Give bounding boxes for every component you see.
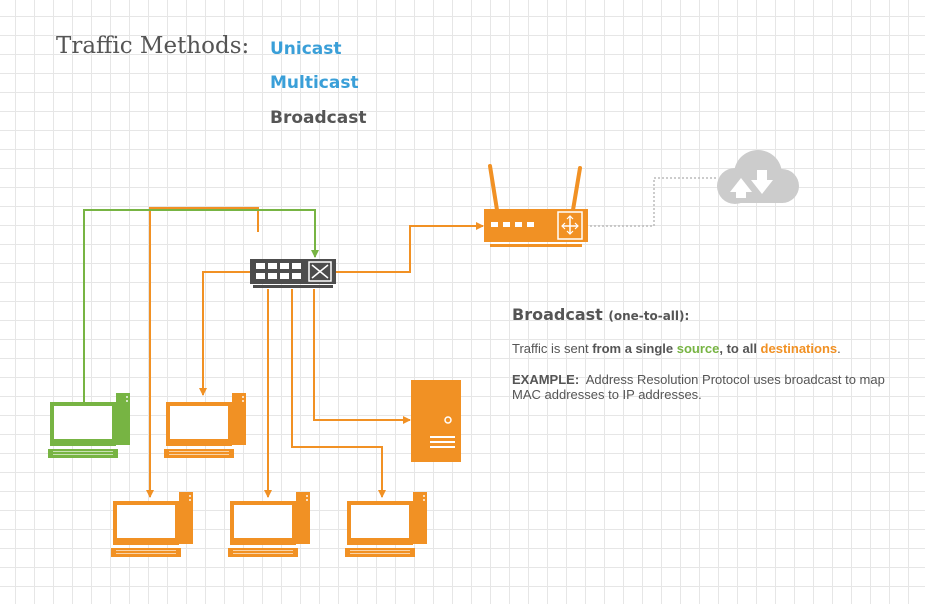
info-example: EXAMPLE: Address Resolution Protocol use… [512,372,907,402]
destination-computer-icon [111,492,193,557]
desc-end: . [837,341,841,356]
info-description: Traffic is sent from a single source, to… [512,341,841,356]
link-to-pc-2 [199,271,251,396]
desc-destinations-word: destinations [760,341,838,356]
source-computer-icon [48,393,130,458]
example-label: EXAMPLE: [512,372,580,387]
internet-cloud-icon [717,150,799,204]
desc-pre: Traffic is sent [512,341,593,356]
link-switch-router [335,222,484,273]
desc-source-word: source [676,341,720,356]
link-to-pc-3 [146,207,259,498]
method-broadcast: Broadcast [270,108,367,128]
destination-computer-icon [345,492,427,557]
link-router-cloud [590,177,718,227]
info-subtitle: (one-to-all): [608,309,690,323]
example-text: Address Resolution Protocol uses broadca… [512,372,885,402]
desc-bold-1: from a single [592,341,677,356]
diagram-heading: Traffic Methods: [56,33,250,59]
wireless-router-icon [484,164,588,247]
destination-computer-icon [228,492,310,557]
link-source-switch [83,209,319,402]
network-switch-icon [250,259,336,288]
method-multicast: Multicast [270,73,359,93]
info-title-text: Broadcast [512,305,603,324]
destination-computer-icon [164,393,246,458]
server-tower-icon [411,380,461,462]
info-title: Broadcast (one-to-all): [512,305,689,324]
link-to-server [313,289,411,424]
desc-bold-2: , to all [719,341,761,356]
method-unicast: Unicast [270,39,342,59]
link-to-pc-5 [291,289,386,498]
